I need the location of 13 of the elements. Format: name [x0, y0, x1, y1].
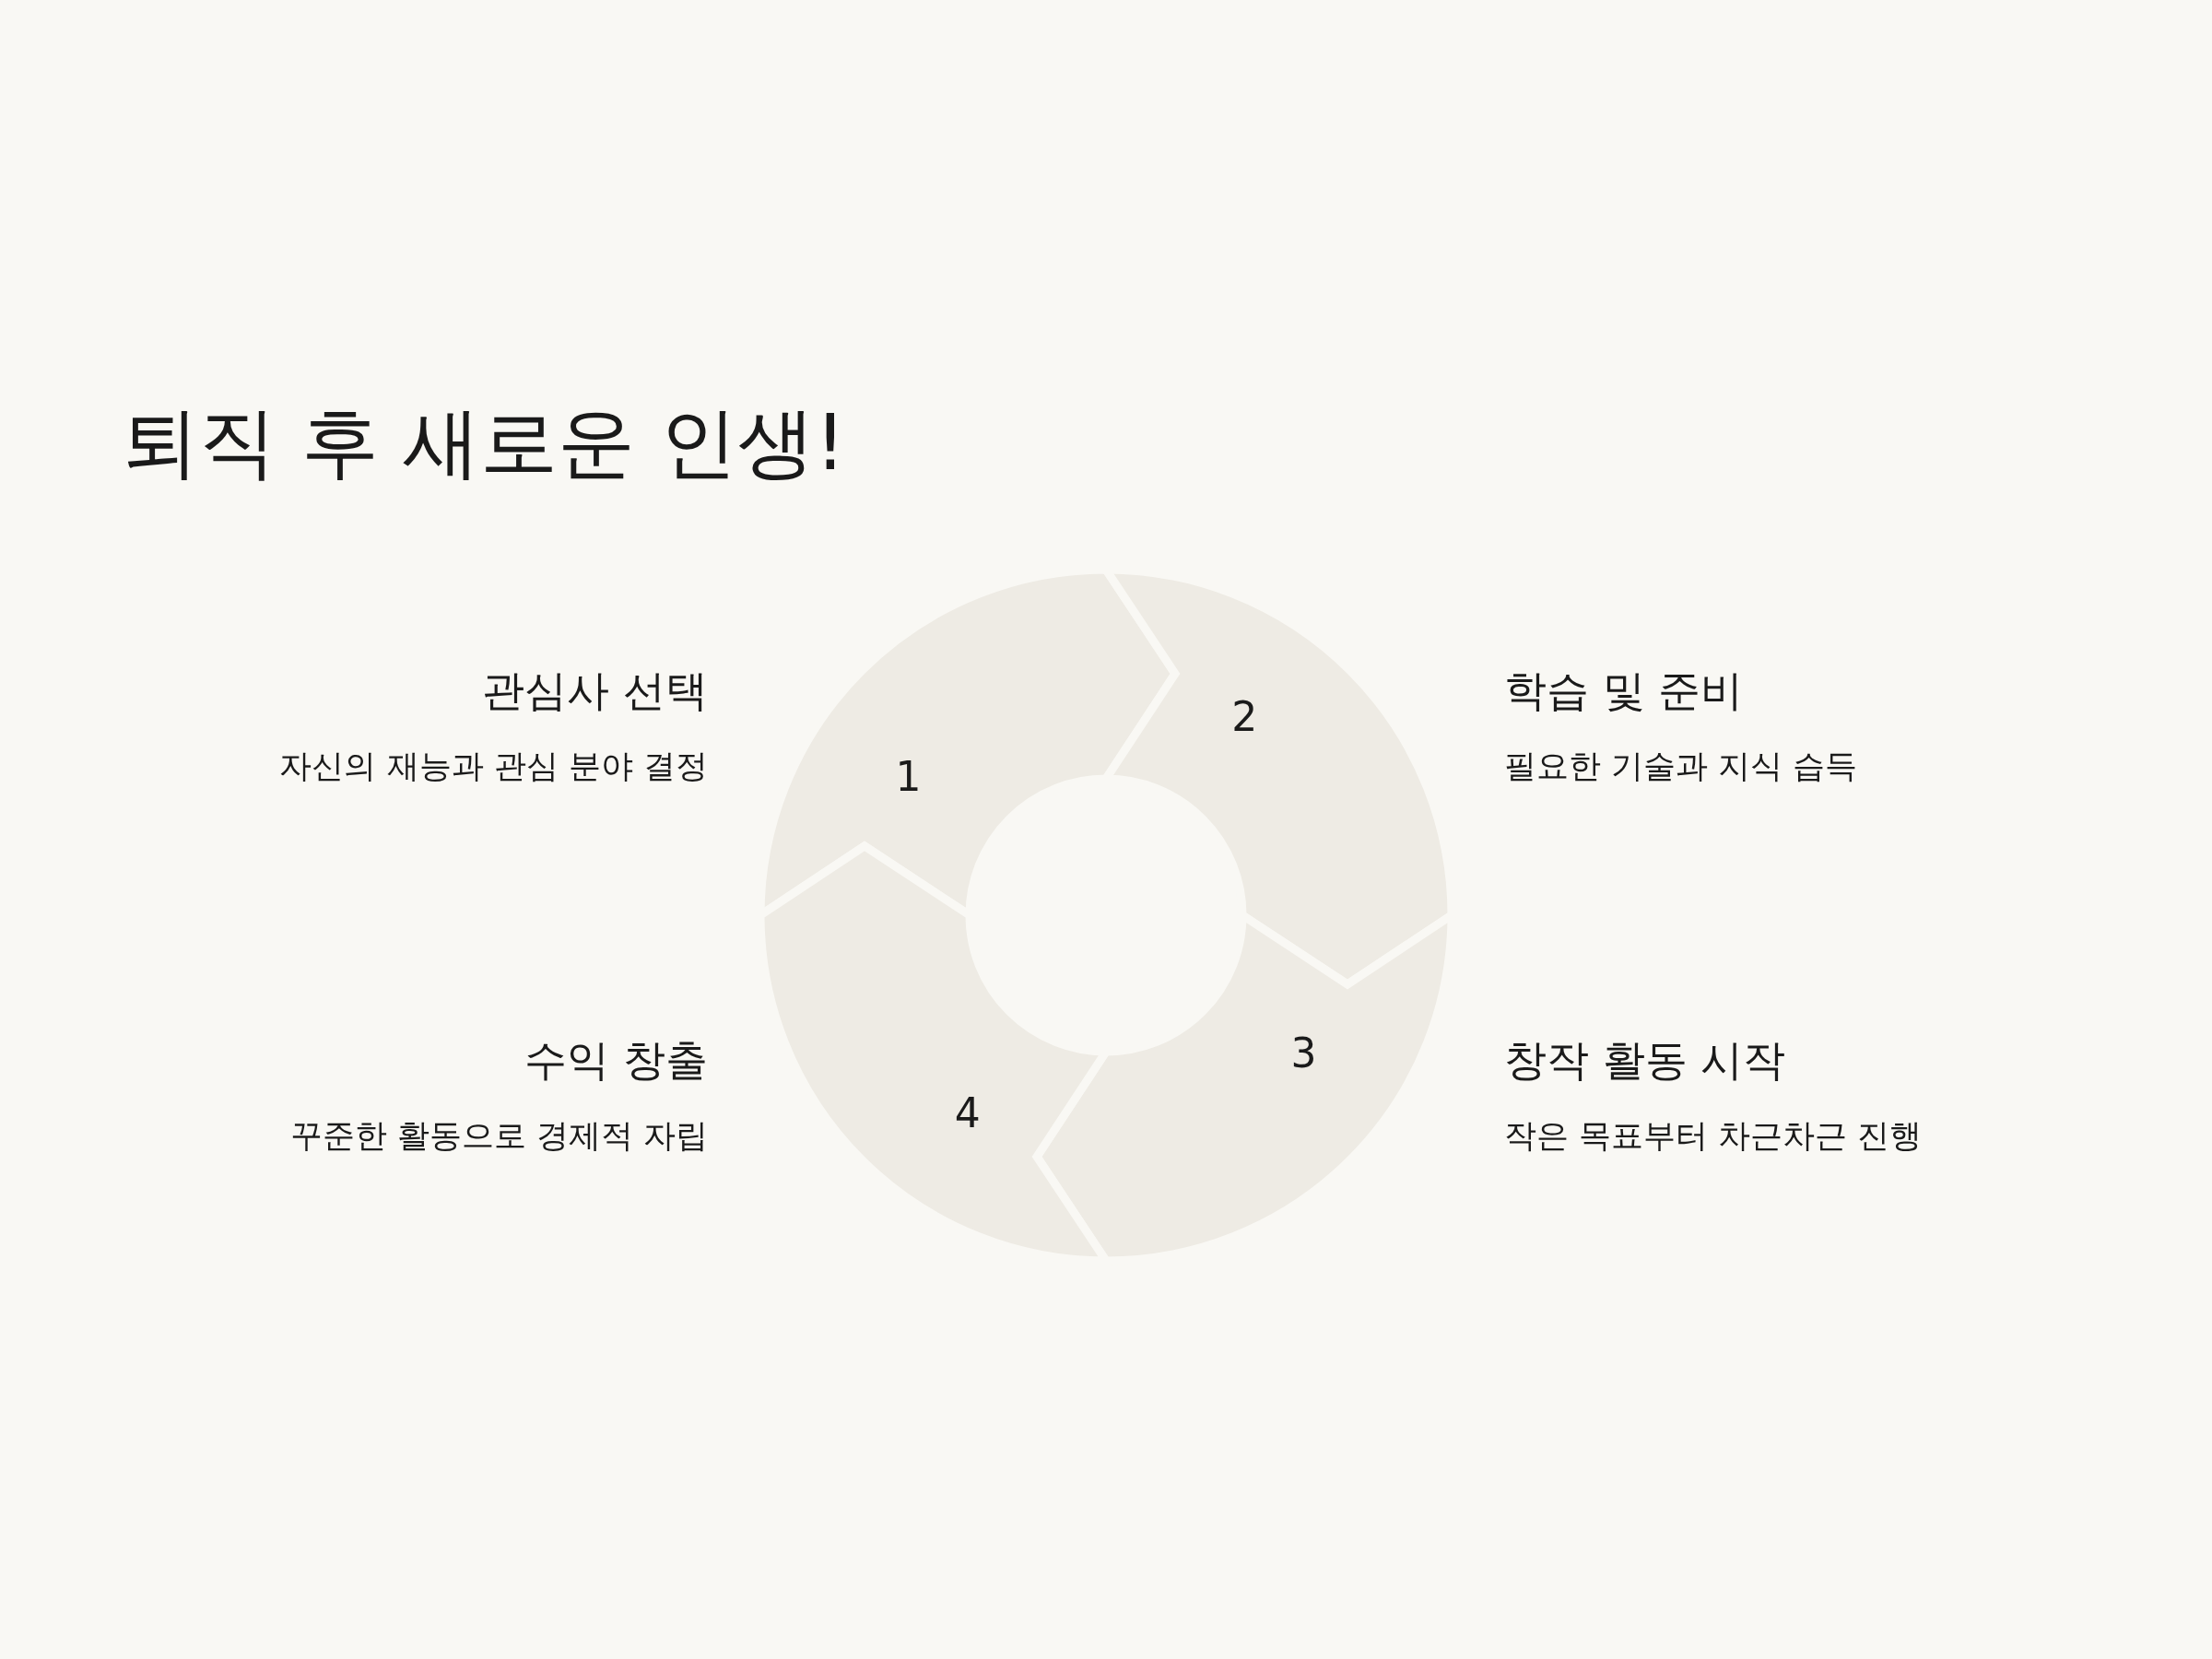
step-heading: 창작 활동 시작 [1504, 1035, 1786, 1087]
title: 퇴직 후 새로운 인생! [122, 396, 846, 489]
step-heading: 관심사 선택 [482, 665, 708, 717]
step-number: 1 [895, 756, 922, 797]
step-description: 필요한 기술과 지식 습득 [1504, 747, 1858, 785]
step-heading: 수익 창출 [524, 1035, 708, 1087]
step-description: 꾸준한 활동으로 경제적 자립 [289, 1116, 708, 1155]
step-heading: 학습 및 준비 [1504, 665, 1744, 717]
step-number: 3 [1290, 1033, 1317, 1075]
step-number: 4 [954, 1092, 981, 1134]
step-number: 2 [1231, 697, 1258, 738]
step-description: 작은 목표부터 차근차근 진행 [1504, 1116, 1923, 1155]
step-description: 자신의 재능과 관심 분야 결정 [279, 747, 708, 785]
